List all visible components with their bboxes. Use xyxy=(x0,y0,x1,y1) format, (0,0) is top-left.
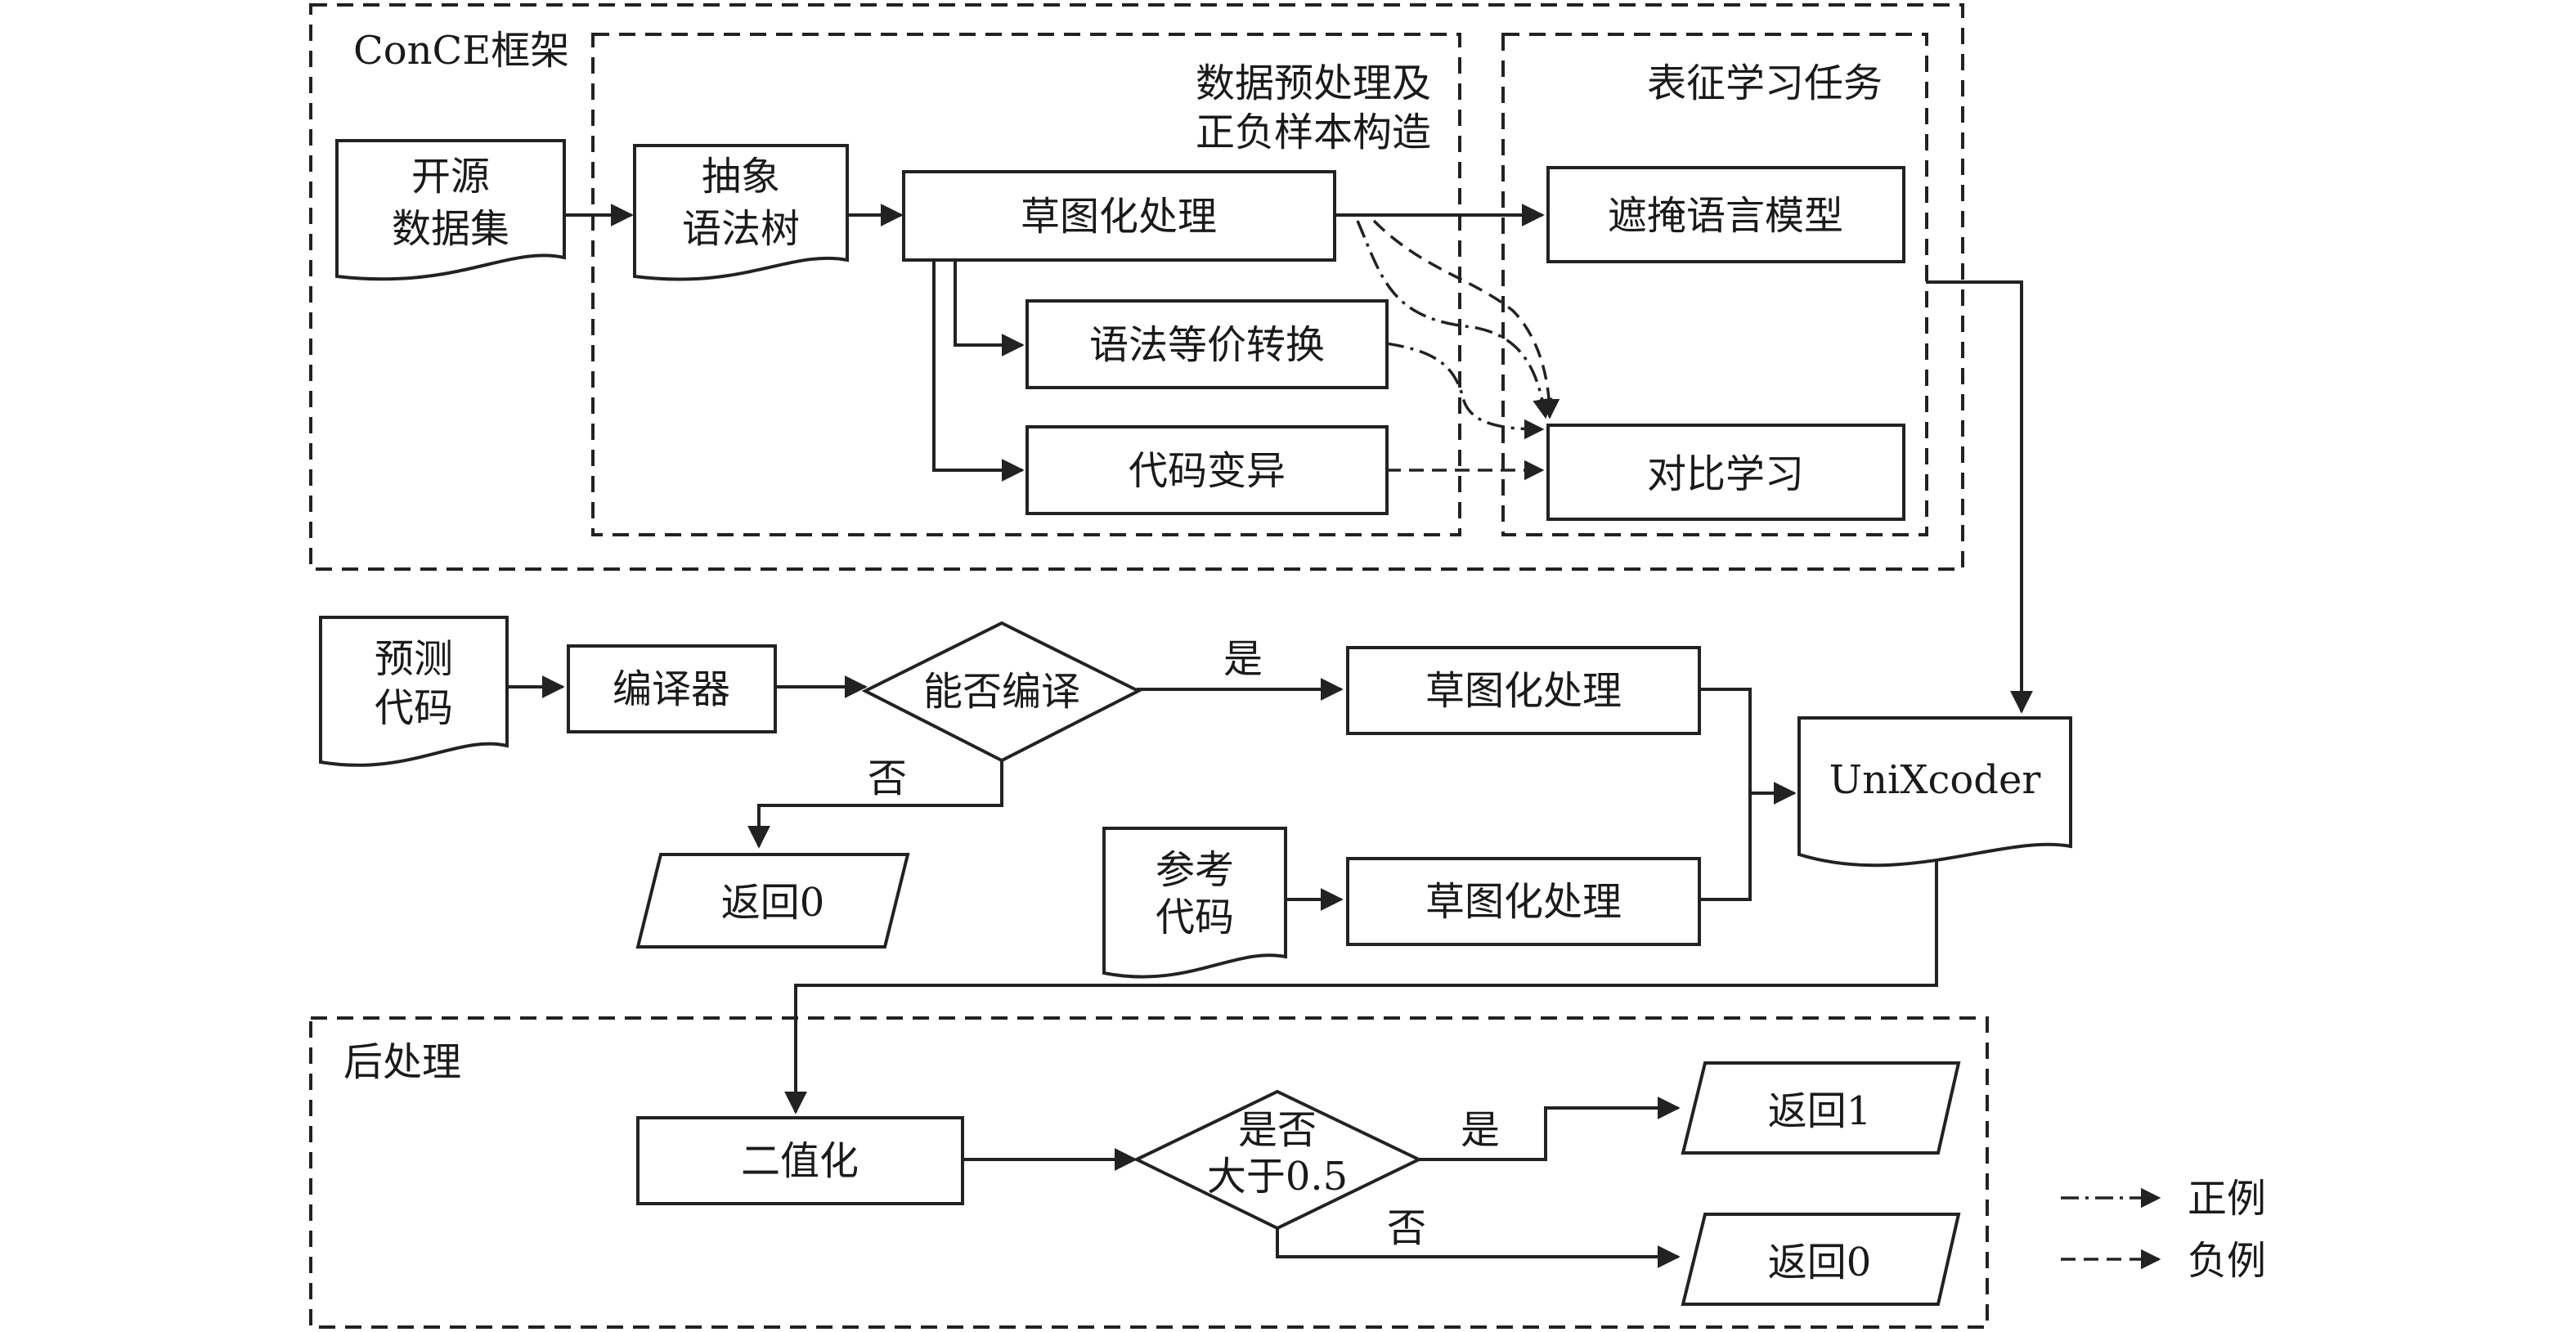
conce-frame-label: ConCE框架 xyxy=(353,28,569,74)
edge-tasks-unixcoder xyxy=(1926,280,2033,714)
post-frame xyxy=(309,1016,1989,1329)
edge-unixcoder-binarize xyxy=(784,852,1938,1114)
binarize-node: 二值化 xyxy=(636,1116,964,1205)
dataset-label-2: 数据集 xyxy=(392,206,509,252)
unixcoder-node: UniXcoder xyxy=(1797,716,2072,868)
edge-gt-return0 xyxy=(1276,1227,1681,1268)
return0-bottom-node: 返回0 xyxy=(1681,1213,1961,1306)
sketch-top-node: 草图化处理 xyxy=(902,170,1336,262)
edge-equiv-contrastive-positive xyxy=(1385,342,1545,440)
unixcoder-label: UniXcoder xyxy=(1829,757,2041,803)
preprocess-frame-label-1: 数据预处理及 xyxy=(1196,61,1431,106)
gt-half-node: 是否 大于0.5 xyxy=(1133,1089,1423,1231)
compile-no-label: 否 xyxy=(868,756,907,801)
dataset-node: 开源 数据集 xyxy=(335,139,566,281)
preprocess-frame xyxy=(591,33,1461,536)
legend: 正例 负例 xyxy=(2061,1176,2266,1284)
edge-sketch-equiv xyxy=(954,260,1025,357)
can-compile-label: 能否编译 xyxy=(923,669,1080,715)
ast-label-2: 语法树 xyxy=(682,206,800,252)
ref-code-node: 参考 代码 xyxy=(1102,827,1287,979)
contrastive-node: 对比学习 xyxy=(1546,424,1905,521)
equiv-node: 语法等价转换 xyxy=(1025,299,1389,389)
gt-no-label: 否 xyxy=(1387,1205,1426,1251)
gt-half-label-2: 大于0.5 xyxy=(1207,1154,1348,1200)
edge-sketch-contrastive-negative xyxy=(1372,219,1560,419)
pred-code-label-1: 预测 xyxy=(375,636,453,682)
edge-sketchref-unixcoder xyxy=(1699,793,1752,901)
sketch-pred-label: 草图化处理 xyxy=(1425,668,1622,714)
legend-negative-label: 负例 xyxy=(2188,1238,2266,1284)
edge-gt-return1 xyxy=(1419,1097,1681,1161)
return0-top-label: 返回0 xyxy=(721,880,825,926)
ast-label-1: 抽象 xyxy=(702,154,780,200)
preprocess-frame-label-2: 正负样本构造 xyxy=(1196,110,1431,155)
edge-sketch-mutation xyxy=(932,260,1025,482)
tasks-frame-label: 表征学习任务 xyxy=(1647,61,1883,106)
ref-code-label-1: 参考 xyxy=(1156,847,1234,893)
equiv-label: 语法等价转换 xyxy=(1089,322,1325,368)
return1-label: 返回1 xyxy=(1768,1088,1872,1134)
binarize-label: 二值化 xyxy=(741,1138,859,1184)
return1-node: 返回1 xyxy=(1681,1061,1961,1155)
contrastive-label: 对比学习 xyxy=(1647,451,1804,497)
legend-positive-label: 正例 xyxy=(2188,1176,2266,1222)
post-frame-label: 后处理 xyxy=(343,1039,461,1085)
edge-cancompile-return0 xyxy=(747,760,1003,849)
return0-top-node: 返回0 xyxy=(635,853,910,949)
compiler-node: 编译器 xyxy=(567,644,777,733)
connectors xyxy=(507,204,2033,1268)
edge-sketch-contrastive-positive xyxy=(1356,220,1553,419)
sketch-top-label: 草图化处理 xyxy=(1021,194,1217,240)
compile-yes-label: 是 xyxy=(1223,636,1263,682)
pred-code-label-2: 代码 xyxy=(375,685,453,731)
can-compile-node: 能否编译 xyxy=(861,621,1142,763)
mutation-node: 代码变异 xyxy=(1025,425,1389,515)
return0-bottom-label: 返回0 xyxy=(1768,1240,1872,1285)
tasks-frame xyxy=(1501,33,1928,536)
sketch-ref-label: 草图化处理 xyxy=(1425,879,1622,925)
gt-half-label-1: 是否 xyxy=(1238,1107,1317,1153)
conce-frame xyxy=(309,3,1964,571)
sketch-pred-node: 草图化处理 xyxy=(1346,646,1701,735)
pred-code-node: 预测 代码 xyxy=(319,616,509,767)
ast-node: 抽象 语法树 xyxy=(633,144,849,281)
sketch-ref-node: 草图化处理 xyxy=(1346,857,1701,946)
mlm-label: 遮掩语言模型 xyxy=(1608,193,1843,239)
mutation-label: 代码变异 xyxy=(1129,448,1286,494)
gt-yes-label: 是 xyxy=(1461,1107,1500,1153)
ref-code-label-2: 代码 xyxy=(1156,895,1234,940)
edge-sketchpred-unixcoder xyxy=(1699,688,1797,805)
compiler-label: 编译器 xyxy=(613,666,730,712)
mlm-node: 遮掩语言模型 xyxy=(1546,166,1905,263)
dataset-label-1: 开源 xyxy=(411,154,490,200)
